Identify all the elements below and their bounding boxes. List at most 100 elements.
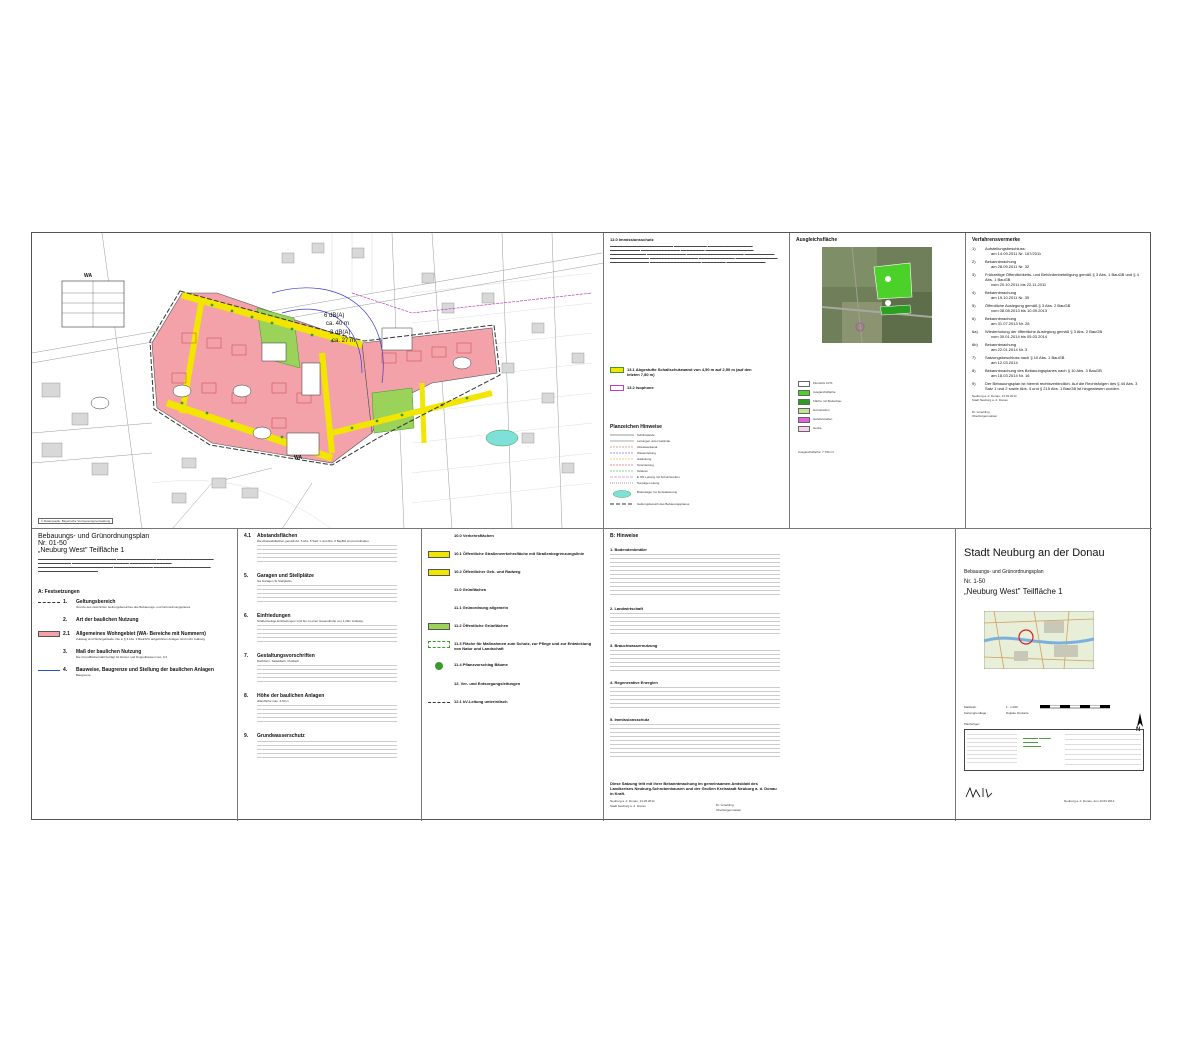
scale-bar (1040, 705, 1110, 709)
north-label: N (1136, 727, 1141, 733)
immission-title: 12.0 Immissionsschutz (610, 237, 654, 242)
regulation-label: Art der baulichen Nutzung (76, 617, 139, 623)
regulation-description: Dachform: Satteldach, Pultdach (257, 659, 300, 663)
procedure-item-date: am 19.10.2011 Nr. 35 (991, 295, 1030, 300)
scale-label: Maßstab: (964, 705, 977, 709)
regulation-symbol (428, 605, 450, 612)
map-footnote: © Datenquelle: Bayerische Vermessungsver… (38, 518, 114, 524)
legend-line-icon (610, 440, 634, 442)
basis-label: Kartengrundlage : (964, 711, 988, 715)
notes-closing: Diese Satzung tritt mit ihrer Bekanntmac… (610, 781, 777, 796)
note-heading: 1. Bodendenkmäler (610, 547, 647, 552)
planzeichen-title: Planzeichen Hinweise (610, 424, 662, 430)
regulation-item: 12. Ver- und Entsorgungsleitungen (428, 681, 597, 688)
compensation-title: Ausgleichsfläche (796, 237, 838, 243)
procedure-item-number: 3) (972, 272, 976, 277)
procedure-item-text: Wiederholung der öffentliche Auslegung g… (985, 329, 1103, 334)
procedure-item-date: am 18.03.2014 Nr. 16 (991, 373, 1030, 378)
procedure-notes-panel: Verfahrensvermerke 1)Aufstellungsbeschlu… (966, 233, 1152, 529)
regulation-label: 11.4 Pflanzvorschlag Bäume (454, 662, 508, 667)
procedure-sign-name: Dr. Gmehling (972, 410, 990, 414)
procedure-item-number: 6) (972, 316, 976, 321)
regulation-label: Grundwasserschutz (257, 733, 305, 739)
notes-city: Stadt Neuburg a. d. Donau (610, 804, 646, 808)
regulation-label: Geltungsbereich (76, 599, 116, 605)
procedure-place-date: Neuburg a. d. Donau, 13.03.2014 (972, 394, 1017, 398)
regulation-label: 11.0 Grünflächen (454, 587, 487, 592)
procedure-item-text: Bekanntmachung des Bebauungsplanes nach … (985, 368, 1102, 373)
hints-legend-list: Schlitzwände Leitungen unter Gelände Abw… (610, 433, 780, 507)
note-heading: 3. Brauchwassernutzung (610, 643, 658, 648)
planner-logo: ▬▬▬▬▬ ▬▬▬▬ ▬▬▬▬▬ ▬▬▬▬▬▬ (1023, 736, 1051, 748)
regulation-item: 9. Grundwasserschutz (244, 733, 415, 759)
planner-stamp: ▬▬▬▬▬ ▬▬▬▬ ▬▬▬▬▬ ▬▬▬▬▬▬ (964, 729, 1144, 771)
procedure-item-number: 5) (972, 303, 976, 308)
green-strip-symbol (798, 408, 810, 414)
boundary-line-icon (610, 503, 634, 505)
procedure-item-number: 6a) (972, 329, 978, 334)
procedure-item-text: Bekanntmachung (985, 316, 1017, 321)
aerial-photo (822, 247, 932, 343)
compensation-symbol (798, 390, 810, 396)
regulation-label: Höhe der baulichen Anlagen (257, 693, 325, 699)
procedure-item: 9)Der Bebauungsplan ist hiermit rechtsve… (972, 381, 1146, 391)
procedure-title: Verfahrensvermerke (972, 237, 1021, 243)
notes-place-date: Neuburg a. d. Donau, 13.03.2014 (610, 799, 655, 803)
procedure-item-number: 2) (972, 259, 976, 264)
regulation-label: Garagen und Stellplätze (257, 573, 314, 579)
regulation-symbol (428, 623, 450, 630)
legend-item: Schlitzwände (610, 433, 780, 438)
legend-line-icon (610, 446, 634, 448)
regulation-number: 9. (244, 733, 249, 739)
procedure-item: 1)Aufstellungsbeschluss:am 14.09.2011 Nr… (972, 246, 1146, 256)
legend-line-icon (610, 464, 634, 466)
note-item: 5. Immissionsschutz (610, 717, 780, 760)
planner-revision-table (1065, 734, 1141, 766)
regulation-symbol (435, 662, 443, 670)
regulation-item: 10.2 Öffentlicher Geh- und Radweg (428, 569, 597, 576)
procedure-item-date: am 22.01.2014 Nr. 3 (991, 347, 1028, 352)
regulation-item: 11.2 Öffentliche Grünflächen (428, 623, 597, 630)
planner-address-block (967, 734, 1017, 766)
legend-item: Telekom (610, 469, 780, 474)
regulations-col-1: Bebauungs- und Grünordnungsplan Nr. 01-5… (32, 529, 238, 821)
procedure-item-text: Frühzeitige Öffentlichkeits- und Behörde… (985, 272, 1139, 282)
regulation-number: 1. (63, 599, 68, 605)
note-heading: 5. Immissionsschutz (610, 717, 650, 722)
procedure-item-date: am 31.07.2013 Nr. 28 (991, 321, 1030, 326)
compensation-area-panel: Ausgleichsfläche Flurstück 1071 Ausgleic… (790, 233, 966, 529)
regulation-description: Ga Garagen St Stellplätze (257, 579, 292, 583)
regulation-symbol (38, 631, 60, 637)
regulation-label: Abstandsflächen (257, 533, 298, 539)
procedure-item-text: Bekanntmachung (985, 259, 1017, 264)
regulation-description: Grenze des räumlichen Geltungsbereiches … (76, 605, 191, 609)
shrub-strip-symbol (798, 417, 810, 423)
city-title: Stadt Neuburg an der Donau (964, 547, 1105, 559)
procedure-item-date: am 12.03.2014 (991, 360, 1018, 365)
zone-label-wa-1: WA (84, 273, 93, 279)
regulation-label: 10.0 Verkehrsflächen (454, 533, 494, 538)
procedure-item-text: Öffentliche Auslegung gemäß § 3 Abs. 2 B… (985, 303, 1071, 308)
legend-line-icon (610, 452, 634, 454)
regulation-item: 11.4 Pflanzvorschlag Bäume (428, 662, 597, 670)
legend-item: Flurstück 1071 (798, 381, 958, 387)
regulation-label: Gestaltungsvorschriften (257, 653, 315, 659)
signature-mark (965, 786, 993, 799)
procedure-item: 3) Frühzeitige Öffentlichkeits- und Behör… (972, 272, 1146, 287)
procedure-item-date: am 14.09.2011 Nr. 167/2011 (991, 251, 1042, 256)
compensation-legend: Flurstück 1071 Ausgleichsfläche Fläche m… (798, 381, 958, 454)
legend-item: Sonstige Leitung (610, 481, 780, 486)
section-a-title: A: Festsetzungen (38, 589, 80, 595)
note-item: 1. Bodendenkmäler (610, 547, 780, 598)
regulation-item: 2.Art der baulichen Nutzung (38, 617, 231, 623)
zone-label-wa-2: WA (294, 455, 303, 461)
regulation-item: 10.0 Verkehrsflächen (428, 533, 597, 540)
